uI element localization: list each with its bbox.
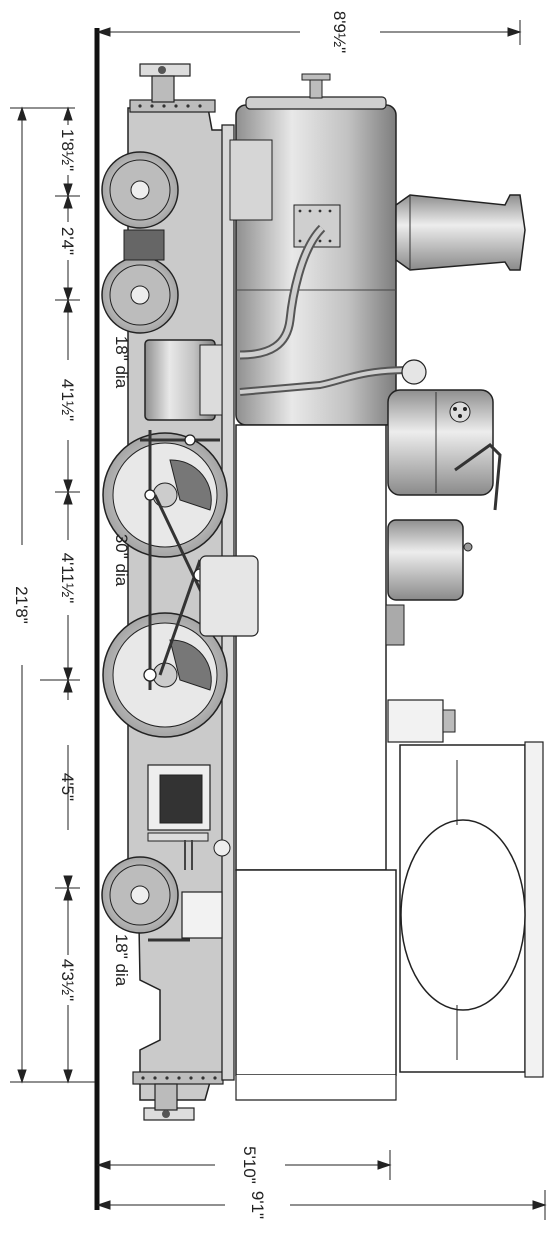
brake-gear — [184, 840, 193, 870]
cab-side-box — [387, 699, 444, 743]
steam-dome — [387, 389, 494, 496]
safety-valve-lever — [454, 443, 502, 511]
front-coupler — [139, 63, 191, 103]
dim-seg-2: 2'4" — [58, 227, 77, 255]
label-rear-truck-wheel: 18" dia — [112, 934, 131, 987]
reverse-lever-box — [199, 555, 259, 637]
dim-seg-3: 4'1½" — [58, 379, 77, 421]
dim-seg-4: 4'11½" — [58, 553, 77, 604]
front-side-panel — [229, 139, 273, 221]
front-rivets — [138, 104, 202, 108]
cab-rear-flare — [235, 1075, 397, 1101]
rear-step-box — [181, 891, 223, 939]
label-front-truck-wheel: 18" dia — [112, 336, 131, 389]
rear-coupler — [143, 1083, 195, 1121]
whistle-valve — [401, 359, 427, 385]
front-truck-wheel-2 — [101, 256, 179, 334]
boiler-barrel — [235, 424, 387, 871]
dim-overall-height: 8'9½" — [330, 11, 349, 53]
label-driving-wheel: 30" dia — [112, 534, 131, 587]
smokebox-door-ring — [245, 96, 387, 110]
dim-overall-length: 21'8" — [12, 586, 31, 624]
dimension-lines — [10, 20, 547, 1220]
driving-wheel-2 — [102, 612, 228, 738]
truck-frame — [123, 229, 165, 261]
smokebox-handle — [309, 77, 323, 99]
front-truck-wheel-1 — [101, 151, 179, 229]
dim-seg-6: 4'3½" — [58, 959, 77, 1001]
dome-valve — [449, 401, 471, 423]
rear-truck-wheel — [101, 856, 179, 934]
brake-cylinder — [213, 839, 231, 857]
cab-lower — [235, 869, 397, 1076]
dim-seg-1: 1'8½" — [58, 129, 77, 171]
rear-rivets — [141, 1076, 217, 1080]
boiler-fitting — [385, 604, 405, 646]
dim-cab-height: 5'10" — [240, 1146, 259, 1184]
sand-dome — [387, 519, 464, 601]
smokestack — [395, 194, 526, 271]
cab-window — [400, 819, 526, 1011]
dim-overall-width: 9'1" — [248, 1191, 267, 1219]
counterweight — [169, 639, 212, 691]
dim-seg-5: 4'5" — [58, 773, 77, 801]
